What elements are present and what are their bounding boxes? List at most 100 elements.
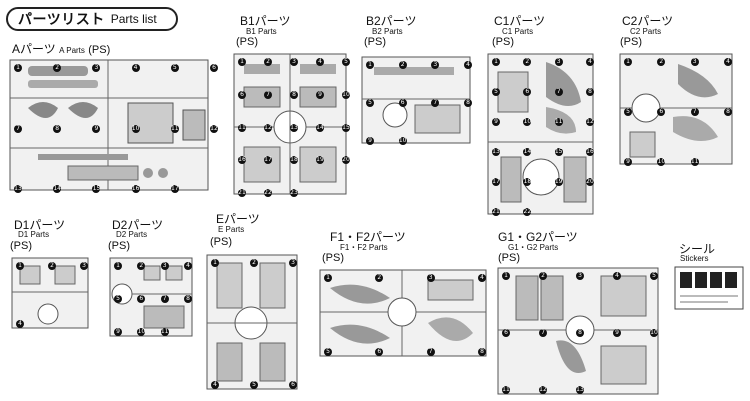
sprue-g-diagram (497, 267, 659, 395)
sprue-c1-diagram (487, 53, 594, 215)
part-number-g-6: 6 (502, 329, 510, 337)
part-number-c1-14: 14 (523, 148, 532, 156)
part-number-b2-2: 2 (398, 61, 407, 69)
sheet-f-name-en: F1・F2 Parts (340, 243, 388, 252)
sprue-c2-diagram (619, 53, 733, 165)
part-number-b1-21: 21 (238, 189, 246, 197)
part-number-d2-4: 4 (184, 262, 192, 270)
part-number-a-5: 5 (170, 64, 179, 72)
part-number-b2-7: 7 (431, 99, 440, 107)
part-number-c2-10: 10 (657, 158, 666, 166)
part-number-a-13: 13 (14, 185, 22, 193)
sprue-a-diagram (9, 59, 209, 191)
sheet-d1-material: (PS) (10, 240, 32, 252)
sheet-d1-name-jp: D1パーツ (14, 218, 66, 232)
part-number-a-17: 17 (170, 185, 179, 193)
part-number-b1-17: 17 (264, 156, 272, 165)
part-number-c1-8: 8 (586, 88, 594, 96)
part-number-b1-9: 9 (316, 90, 324, 99)
part-number-a-6: 6 (210, 64, 218, 72)
part-number-c1-11: 11 (554, 118, 563, 126)
part-number-a-1: 1 (14, 64, 22, 72)
part-number-c1-10: 10 (523, 118, 532, 126)
part-number-c1-16: 16 (586, 148, 594, 156)
sheet-g-name-en: G1・G2 Parts (508, 243, 559, 252)
part-number-d1-1: 1 (16, 262, 24, 270)
sheet-e-name-jp: Eパーツ (216, 212, 260, 226)
part-number-g-4: 4 (613, 272, 621, 280)
part-number-c1-2: 2 (523, 58, 532, 66)
part-number-d2-5: 5 (114, 295, 122, 303)
part-number-b1-2: 2 (264, 58, 272, 66)
part-number-g-12: 12 (539, 386, 547, 394)
sheet-a-material: (PS) (88, 44, 111, 56)
part-number-c1-9: 9 (492, 118, 500, 126)
part-number-b1-16: 16 (238, 156, 246, 165)
part-number-d2-3: 3 (160, 262, 169, 270)
part-number-g-10: 10 (650, 329, 658, 337)
part-number-c1-20: 20 (586, 178, 594, 186)
part-number-g-8: 8 (576, 329, 584, 337)
part-number-b1-13: 13 (290, 123, 298, 132)
part-number-f-4: 4 (478, 274, 486, 282)
part-number-c2-6: 6 (657, 108, 666, 116)
sheet-b2-material: (PS) (364, 36, 386, 48)
part-number-c1-7: 7 (554, 88, 563, 96)
part-number-d2-11: 11 (160, 328, 169, 336)
part-number-c1-17: 17 (492, 178, 500, 186)
part-number-f-7: 7 (426, 348, 435, 356)
part-number-e-6: 6 (289, 381, 297, 389)
part-number-b2-9: 9 (366, 137, 374, 145)
sprue-e-diagram (206, 254, 298, 390)
sheet-c1-name-en: C1 Parts (502, 27, 534, 36)
part-number-c1-5: 5 (492, 88, 500, 96)
sheet-d2-material: (PS) (108, 240, 130, 252)
part-number-g-13: 13 (576, 386, 584, 394)
sheet-c2-material: (PS) (620, 36, 642, 48)
part-number-c1-6: 6 (523, 88, 532, 96)
part-number-b2-3: 3 (431, 61, 440, 69)
part-number-c1-4: 4 (586, 58, 594, 66)
part-number-f-5: 5 (324, 348, 332, 356)
header-title-jp: パーツリスト (18, 11, 105, 27)
part-number-d2-10: 10 (137, 328, 146, 336)
header-title-en: Parts list (110, 12, 157, 26)
part-number-c1-21: 21 (492, 208, 500, 216)
sticker-name-en: Stickers (680, 254, 709, 263)
sticker-name-jp: シール (679, 242, 716, 256)
part-number-e-5: 5 (250, 381, 258, 389)
part-number-a-10: 10 (131, 124, 140, 133)
part-number-b1-18: 18 (290, 156, 298, 165)
part-number-b2-1: 1 (366, 61, 374, 69)
sheet-d1-name-en: D1 Parts (18, 230, 50, 239)
part-number-d2-2: 2 (137, 262, 146, 270)
part-number-a-11: 11 (170, 124, 179, 133)
part-number-f-1: 1 (324, 274, 332, 282)
part-number-a-7: 7 (14, 124, 22, 133)
part-number-c2-5: 5 (624, 108, 632, 116)
sheet-d1-title: D1パーツ (14, 216, 65, 233)
part-number-d2-7: 7 (160, 295, 169, 303)
sheet-b1-name-en: B1 Parts (246, 27, 277, 36)
part-number-b1-12: 12 (264, 123, 272, 132)
part-number-g-7: 7 (539, 329, 547, 337)
part-number-b2-6: 6 (398, 99, 407, 107)
part-number-b1-23: 23 (290, 189, 298, 197)
sheet-d2-name-en: D2 Parts (116, 230, 148, 239)
part-number-b1-1: 1 (238, 58, 246, 66)
part-number-f-2: 2 (375, 274, 384, 282)
part-number-d2-1: 1 (114, 262, 122, 270)
part-number-a-14: 14 (53, 185, 62, 193)
part-number-c2-4: 4 (724, 58, 732, 66)
part-number-c1-19: 19 (554, 178, 563, 186)
part-number-d2-9: 9 (114, 328, 122, 336)
sheet-f-material: (PS) (322, 252, 344, 264)
sheet-c2-name-jp: C2パーツ (622, 14, 674, 28)
part-number-b1-3: 3 (290, 58, 298, 66)
sheet-c1-material: (PS) (492, 36, 514, 48)
part-number-g-2: 2 (539, 272, 547, 280)
sheet-e-material: (PS) (210, 236, 232, 248)
part-number-c2-2: 2 (657, 58, 666, 66)
sheet-a-title: Aパーツ A Parts (PS) (12, 40, 110, 57)
part-number-c2-9: 9 (624, 158, 632, 166)
